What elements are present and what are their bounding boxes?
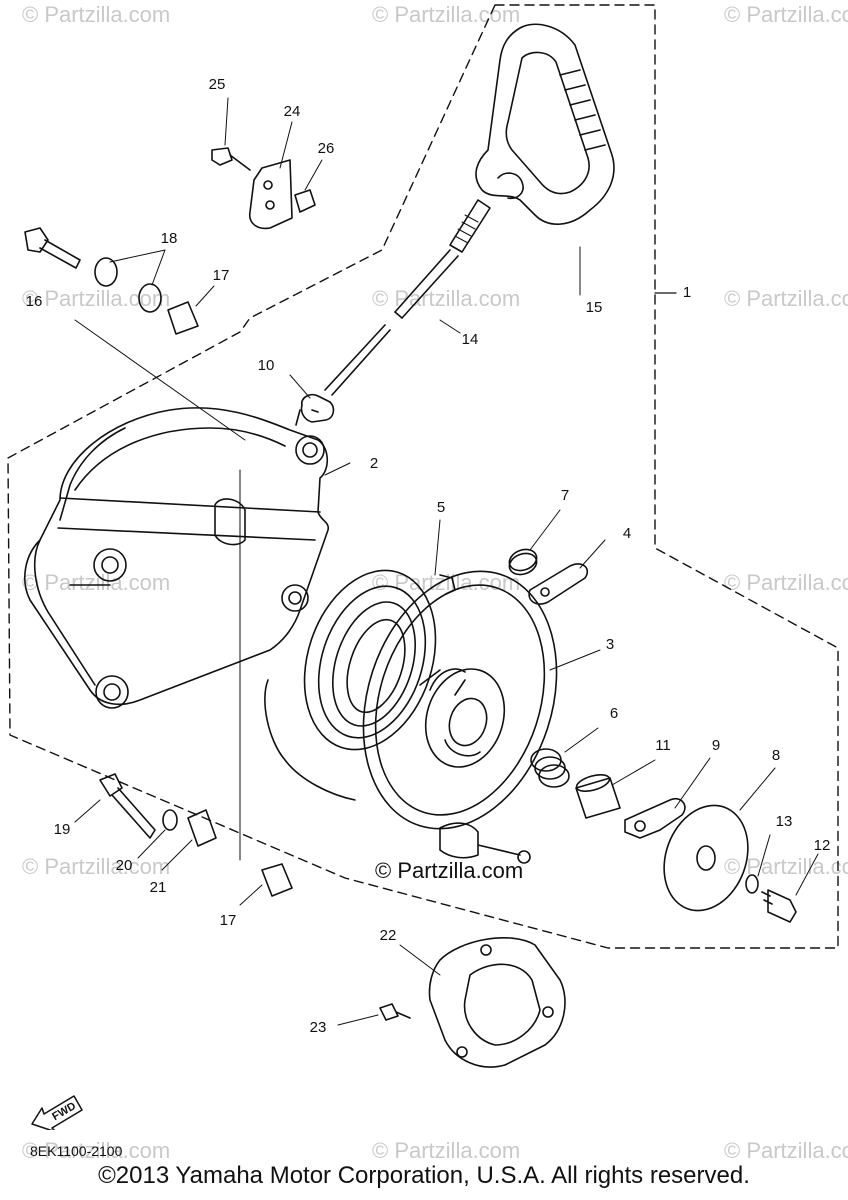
washer-20	[162, 809, 178, 831]
callout-25: 25	[208, 76, 226, 93]
starter-reel	[362, 570, 558, 830]
leader-lines	[74, 97, 819, 1026]
watermark: © Partzilla.com	[724, 570, 848, 595]
grommet	[167, 301, 199, 335]
callout-17-lower: 17	[219, 912, 237, 929]
callout-24: 24	[283, 103, 301, 120]
callout-5: 5	[436, 499, 446, 516]
bolt-19	[99, 773, 156, 839]
callout-12: 12	[813, 837, 831, 854]
callout-6: 6	[609, 705, 619, 722]
bushing	[575, 774, 621, 819]
callout-3: 3	[605, 636, 615, 653]
screw	[379, 1003, 411, 1021]
callout-26: 26	[317, 140, 335, 157]
assembly-boundary	[7, 4, 839, 949]
watermark: © Partzilla.com	[724, 286, 848, 311]
rope-guide	[295, 393, 335, 426]
watermark: © Partzilla.com	[372, 2, 521, 27]
friction-plate	[663, 804, 749, 912]
callout-8: 8	[771, 747, 781, 764]
callout-11: 11	[655, 737, 671, 754]
callout-13: 13	[775, 813, 793, 830]
copyright-notice: ©2013 Yamaha Motor Corporation, U.S.A. A…	[98, 1162, 750, 1189]
watermark: © Partzilla.com	[22, 854, 171, 879]
callout-10: 10	[257, 357, 275, 374]
grommet-21	[187, 809, 217, 847]
watermark: © Partzilla.com	[22, 2, 171, 27]
callout-2: 2	[369, 455, 379, 472]
callout-15: 15	[585, 299, 603, 316]
bracket	[248, 159, 293, 230]
compression-spring	[530, 748, 570, 788]
callout-19: 19	[53, 821, 71, 838]
spiral-spring	[303, 569, 456, 751]
watermark: © Partzilla.com	[22, 1138, 171, 1163]
collar	[138, 283, 162, 313]
pawl	[528, 563, 589, 605]
callout-14: 14	[461, 331, 479, 348]
washer	[745, 874, 759, 894]
pawl-spring	[508, 548, 538, 576]
callout-23: 23	[309, 1019, 327, 1036]
bolt-25	[211, 147, 251, 171]
watermark: © Partzilla.com	[372, 1138, 521, 1163]
watermark: © Partzilla.com	[372, 570, 521, 595]
callout-20: 20	[115, 857, 133, 874]
watermark: © Partzilla.com	[372, 286, 521, 311]
bolt-16	[24, 227, 81, 269]
drive-plate	[624, 797, 686, 839]
callout-16: 16	[25, 293, 43, 310]
callout-7: 7	[560, 487, 570, 504]
watermark: © Partzilla.com	[724, 1138, 848, 1163]
callout-1: 1	[682, 284, 692, 301]
starter-case	[24, 407, 330, 709]
collar	[94, 257, 118, 287]
nut	[294, 189, 316, 213]
callout-4: 4	[622, 525, 632, 542]
starter-cover	[428, 937, 566, 1068]
callout-17-upper: 17	[212, 267, 230, 284]
bolt	[761, 889, 797, 923]
callout-21: 21	[149, 879, 167, 896]
starter-rope	[394, 249, 459, 319]
watermark: © Partzilla.com	[724, 2, 848, 27]
forward-arrow-icon: FWD	[31, 1095, 83, 1130]
callout-22: 22	[379, 927, 397, 944]
callout-9: 9	[711, 737, 721, 754]
part-code: 8EK1100-2100	[30, 1143, 123, 1159]
rope-end	[439, 822, 479, 859]
center-watermark: © Partzilla.com	[375, 858, 524, 883]
starter-handle	[475, 23, 615, 225]
watermark: © Partzilla.com	[22, 286, 171, 311]
collar-17	[261, 863, 293, 897]
callout-18: 18	[160, 230, 178, 247]
